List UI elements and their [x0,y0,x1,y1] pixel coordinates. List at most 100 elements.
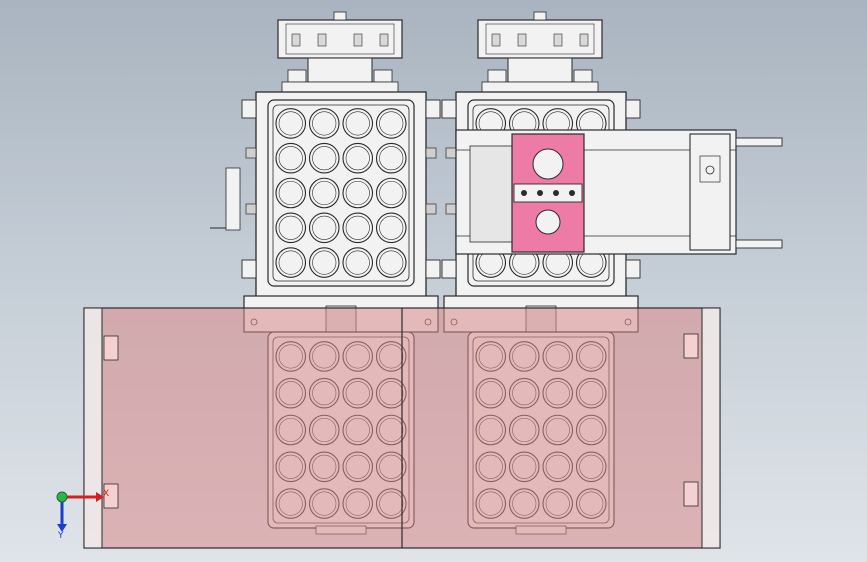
valve-bracket [225,167,241,231]
housing-ear-right [625,99,641,119]
transparent-enclosure [83,307,721,549]
bracket-plate-edge [485,23,595,55]
axis-x-label: X [103,489,110,499]
crossbar-bolt [569,190,575,196]
pink-gripper-plate [511,133,585,253]
cassette-pocket-inner [345,250,370,275]
bracket-top-tab [333,11,347,21]
cassette-pocket [308,177,340,209]
rod-lower [735,239,783,249]
cassette-pocket-inner [312,250,337,275]
bracket-slot [379,33,389,47]
bracket-base-bar [281,81,399,93]
cassette-pocket [375,177,407,209]
bracket-slot [553,33,563,47]
side-fitting-left [445,203,457,215]
axis-origin [56,491,68,503]
sensor-block-right [573,69,593,83]
side-fitting-left [445,147,457,159]
gripper-opening-upper [532,148,564,180]
cassette-pocket [342,177,374,209]
cassette-pocket [375,247,407,278]
cassette-pocket-inner [312,146,337,171]
cassette-pocket-inner [312,111,337,136]
bracket-slot [353,33,363,47]
housing-ear-right [425,259,441,279]
cassette-pocket-inner [312,180,337,206]
cassette-pocket-inner [345,180,370,206]
cassette-pocket [375,212,407,244]
enclosure-left-wall [83,307,103,549]
axis-triad [56,491,104,532]
enclosure-right-wall [701,307,721,549]
cassette-pocket-inner [278,111,303,136]
cassette-pocket-inner [278,250,303,275]
cassette-pocket-inner [379,111,404,136]
cassette-pocket [308,247,340,278]
cassette-pocket [275,108,307,139]
wall-bracket [683,333,699,359]
housing-ear-left [441,99,457,119]
cassette-pocket-inner [345,215,370,240]
cassette-frame [267,99,415,287]
cassette-pocket-inner [278,146,303,171]
cylinder-block [307,57,373,83]
cassette-pocket-inner [312,215,337,240]
axis-y-label: Y [58,531,64,541]
cassette-pocket [342,142,374,174]
housing-ear-left [241,259,257,279]
bracket-base-bar [481,81,599,93]
gripper-opening-lower [535,209,561,235]
bracket-plate-edge [285,23,395,55]
cassette-pocket-inner [379,180,404,206]
cylinder-port [699,155,721,183]
cassette-pocket [275,247,307,278]
cylinder-block [507,57,573,83]
cassette-pocket-inner [345,146,370,171]
wall-bracket [103,335,119,361]
crossbar-bolt [521,190,527,196]
sensor-block-left [287,69,307,83]
cassette-pocket [308,212,340,244]
cassette-pocket-inner [345,111,370,136]
side-fitting-left [245,203,257,215]
cassette-pocket [342,108,374,139]
cassette-pocket [342,212,374,244]
cassette-pocket-inner [379,215,404,240]
cassette-pocket [342,247,374,278]
top-mounting-bracket [477,11,603,93]
cassette-inner-frame [272,104,410,282]
cassette-pocket-inner [278,180,303,206]
cassette-pocket [375,108,407,139]
axis-y-arrowhead [57,524,67,532]
side-fitting-right [425,203,437,215]
transfer-slide-unit [455,129,783,255]
sensor-block-right [373,69,393,83]
cassette-pocket [308,142,340,174]
slide-carriage [469,145,513,243]
cassette-pocket-inner [379,250,404,275]
port-hole [705,165,715,175]
housing-ear-left [241,99,257,119]
cylinder-end-plate [689,133,731,251]
cassette-pocket [308,108,340,139]
sensor-block-left [487,69,507,83]
cassette-pocket [375,142,407,174]
gripper-crossbar [513,183,583,203]
wall-bracket [103,483,119,509]
axis-x-arrowhead [96,492,104,502]
side-fitting-left [245,147,257,159]
cassette-pocket [275,212,307,244]
bracket-slot [317,33,327,47]
crossbar-bolt [537,190,543,196]
cassette-pocket-inner [278,215,303,240]
bracket-slot [291,33,301,47]
bracket-slot [579,33,589,47]
housing-ear-right [625,259,641,279]
rod-upper [735,137,783,147]
upper-cassette [267,99,415,287]
wall-bracket [683,481,699,507]
housing-ear-left [441,259,457,279]
